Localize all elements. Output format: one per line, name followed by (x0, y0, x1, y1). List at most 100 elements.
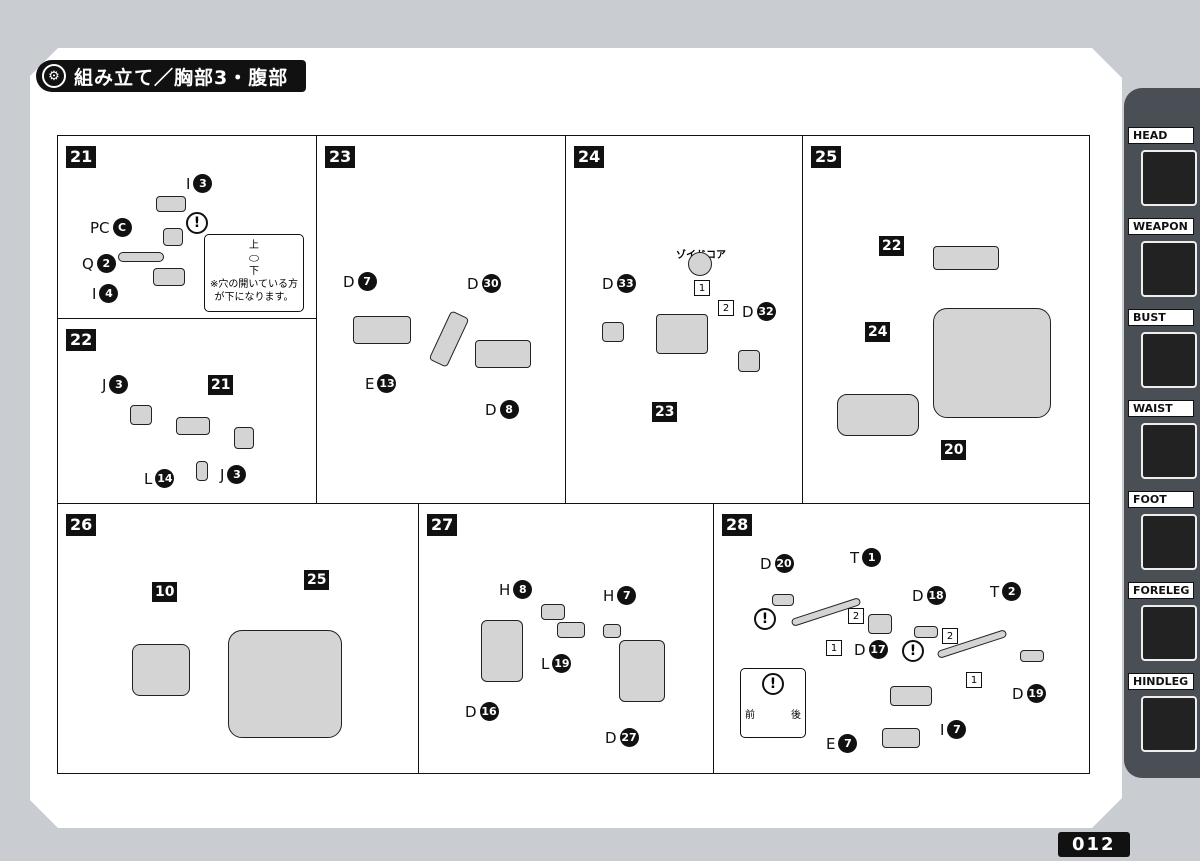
step-number: 28 (722, 514, 753, 536)
order-marker: 1 (826, 640, 842, 656)
subassembly-tag: 25 (304, 570, 330, 590)
part-shape (475, 340, 531, 368)
sidebar-item-foot[interactable]: FOOT (1128, 491, 1198, 570)
step-24-panel: 24 ゾイドコア 1 2 D33 D32 23 (565, 135, 803, 504)
caution-icon: ! (754, 608, 776, 630)
part-shape (163, 228, 183, 246)
part-shape (130, 405, 152, 425)
section-title: ⚙ 組み立て／胸部3・腹部 (36, 60, 307, 92)
caution-icon: ! (902, 640, 924, 662)
part-shape (868, 614, 892, 634)
part-shape (837, 394, 919, 436)
subassembly-tag: 24 (865, 322, 891, 342)
subassembly-tag: 20 (941, 440, 967, 460)
part-shape (228, 630, 342, 738)
foot-icon (1141, 514, 1197, 570)
hole-icon: ⬭ (248, 251, 260, 265)
order-marker: 1 (966, 672, 982, 688)
caution-icon: ! (186, 212, 208, 234)
part-shape (1020, 650, 1044, 662)
part-shape (156, 196, 186, 212)
sidebar-item-head[interactable]: HEAD (1128, 127, 1198, 206)
part-shape (772, 594, 794, 606)
step-25-panel: 25 22 24 20 (802, 135, 1090, 504)
hindleg-icon (1141, 696, 1197, 752)
note-text: ※穴の開いている方が下になります。 (209, 279, 299, 303)
head-icon (1141, 150, 1197, 206)
sidebar-item-hindleg[interactable]: HINDLEG (1128, 673, 1198, 752)
part-shape (118, 252, 164, 262)
order-marker: 2 (848, 608, 864, 624)
part-shape (234, 427, 254, 449)
note-top: 上 (249, 240, 259, 251)
part-shape (603, 624, 621, 638)
part-shape (132, 644, 190, 696)
part-shape (914, 626, 938, 638)
waist-icon (1141, 423, 1197, 479)
part-shape (656, 314, 708, 354)
part-shape (353, 316, 411, 344)
orientation-note: ! 前 後 (740, 668, 806, 738)
part-shape (890, 686, 932, 706)
subassembly-tag: 22 (879, 236, 905, 256)
bust-icon (1141, 332, 1197, 388)
sidebar-item-weapon[interactable]: WEAPON (1128, 218, 1198, 297)
step-number: 22 (66, 329, 97, 351)
zoid-core-shape (688, 252, 712, 276)
part-shape (619, 640, 665, 702)
subassembly-tag: 21 (208, 375, 234, 395)
order-marker: 2 (718, 300, 734, 316)
title-text: 組み立て／胸部3・腹部 (74, 66, 289, 89)
step-number: 26 (66, 514, 97, 536)
sidebar-item-bust[interactable]: BUST (1128, 309, 1198, 388)
subassembly-tag: 10 (152, 582, 178, 602)
sidebar-item-foreleg[interactable]: FORELEG (1128, 582, 1198, 661)
gear-icon: ⚙ (42, 64, 66, 88)
sidebar-item-waist[interactable]: WAIST (1128, 400, 1198, 479)
page-number: 012 (1058, 832, 1130, 857)
part-shape (196, 461, 208, 481)
front-label: 前 (745, 710, 755, 721)
part-shape (481, 620, 523, 682)
part-shape (738, 350, 760, 372)
step-number: 27 (427, 514, 458, 536)
part-shape (882, 728, 920, 748)
foreleg-icon (1141, 605, 1197, 661)
part-shape (176, 417, 210, 435)
back-label: 後 (791, 710, 801, 721)
caution-icon: ! (762, 673, 784, 695)
order-marker: 1 (694, 280, 710, 296)
weapon-icon (1141, 241, 1197, 297)
step-26-panel: 26 10 25 (57, 503, 419, 774)
note-box: 上 ⬭ 下 ※穴の開いている方が下になります。 (204, 234, 304, 312)
subassembly-tag: 23 (652, 402, 678, 422)
note-bottom: 下 (249, 266, 259, 277)
